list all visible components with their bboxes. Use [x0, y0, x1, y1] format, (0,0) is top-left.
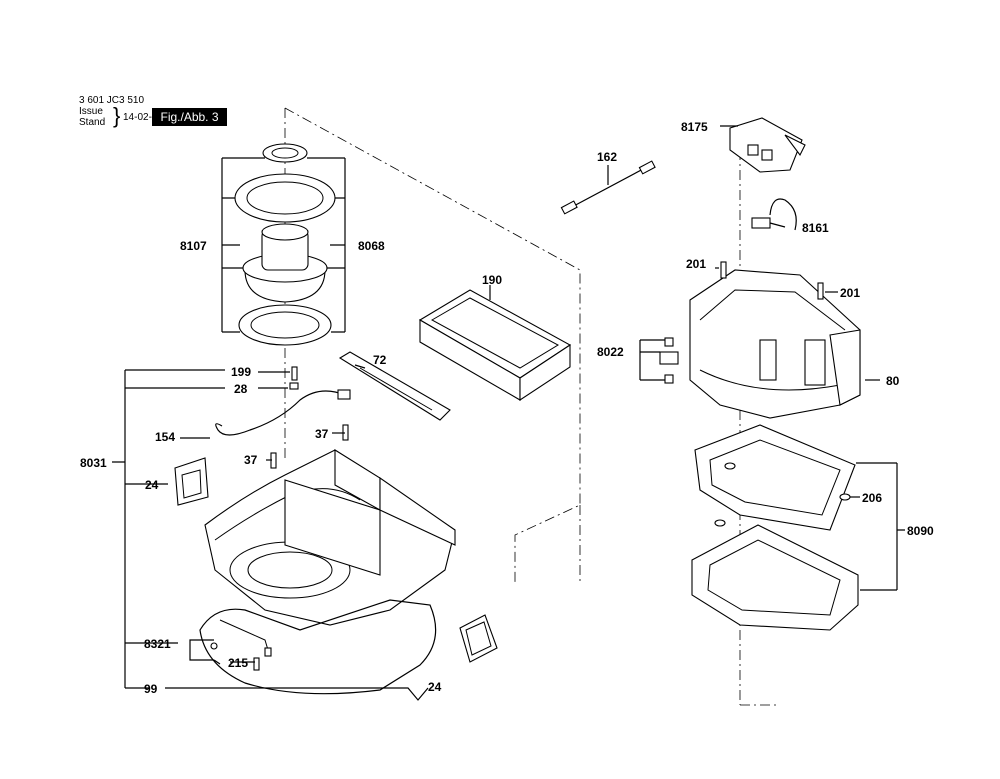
power-cable[interactable] [215, 389, 351, 436]
leader-lines [112, 125, 905, 701]
label-8031: 8031 [80, 456, 107, 470]
filter-cartridge[interactable] [418, 289, 572, 402]
label-72: 72 [373, 353, 387, 367]
label-37-right: 37 [315, 427, 329, 441]
connector-wire[interactable] [560, 160, 656, 215]
latch-bottom[interactable] [459, 614, 498, 663]
label-28: 28 [234, 382, 248, 396]
label-199: 199 [231, 365, 251, 379]
small-screws[interactable] [270, 366, 349, 469]
label-8161: 8161 [802, 221, 829, 235]
label-8321: 8321 [144, 637, 171, 651]
figure-badge: Fig./Abb. 3 [152, 108, 227, 126]
issue-label: Issue [79, 106, 103, 117]
stand-label: Stand [79, 117, 106, 128]
top-housing[interactable] [689, 269, 861, 419]
air-guide[interactable] [338, 351, 451, 421]
motor-assembly[interactable] [234, 143, 336, 346]
brace-glyph: } [113, 103, 121, 128]
sensor-part[interactable] [751, 198, 797, 231]
label-8107: 8107 [180, 239, 207, 253]
seal-and-bracket[interactable] [199, 599, 437, 695]
label-190: 190 [482, 273, 502, 287]
label-206: 206 [862, 491, 882, 505]
label-215: 215 [228, 656, 248, 670]
label-24-bottom: 24 [428, 680, 442, 694]
label-80: 80 [886, 374, 900, 388]
label-99: 99 [144, 682, 158, 696]
label-8068: 8068 [358, 239, 385, 253]
label-154: 154 [155, 430, 175, 444]
label-8022: 8022 [597, 345, 624, 359]
label-201-right: 201 [840, 286, 860, 300]
label-8175: 8175 [681, 120, 708, 134]
label-162: 162 [597, 150, 617, 164]
base-housing[interactable] [204, 449, 456, 626]
document-number: 3 601 JC3 510 [79, 95, 145, 106]
label-201-left: 201 [686, 257, 706, 271]
label-37-left: 37 [244, 453, 258, 467]
lower-shell-parts[interactable] [691, 424, 859, 631]
label-8090: 8090 [907, 524, 934, 538]
part-labels: 8175 162 8161 8107 8068 190 201 201 8022… [80, 120, 934, 696]
screws-201[interactable] [720, 261, 824, 300]
switch-module[interactable] [729, 117, 806, 173]
issue-date: 14-02-26 [123, 112, 164, 123]
latch-left[interactable] [174, 457, 209, 506]
clamp-set[interactable] [659, 337, 679, 384]
label-24-top: 24 [145, 478, 159, 492]
